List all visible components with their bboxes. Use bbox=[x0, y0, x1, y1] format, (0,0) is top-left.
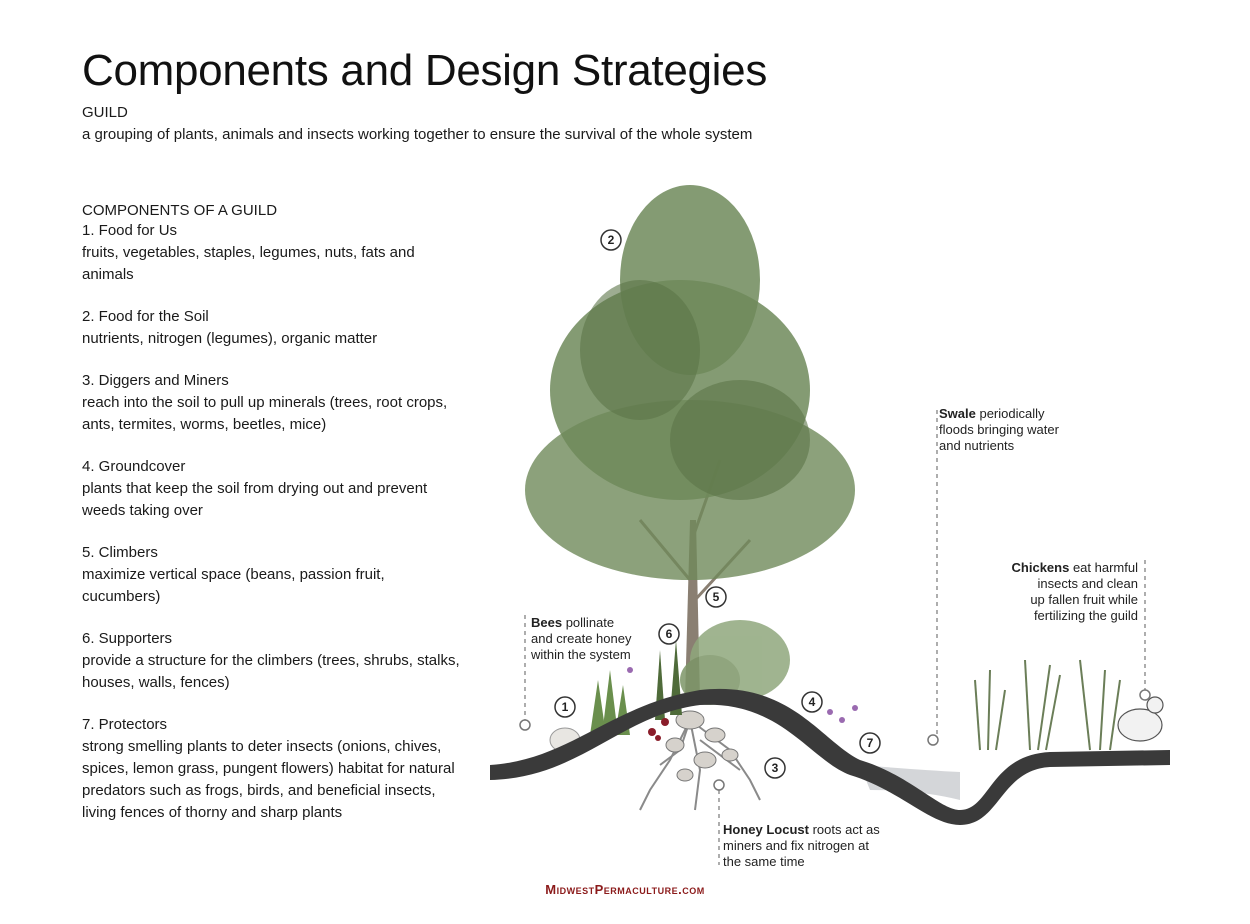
component-name: 2. Food for the Soil bbox=[82, 308, 209, 325]
swale-callout: Swale periodically floods bringing water… bbox=[939, 406, 1059, 453]
marker-5: 5 bbox=[713, 590, 720, 604]
swale-label: Swale bbox=[939, 406, 976, 421]
guild-heading: GUILD bbox=[82, 104, 128, 121]
component-desc: maximize vertical space (beans, passion … bbox=[82, 566, 385, 605]
component-name: 6. Supporters bbox=[82, 630, 173, 647]
guild-illustration: 1 2 3 4 5 6 7 bbox=[490, 185, 1170, 865]
component-name: 4. Groundcover bbox=[82, 458, 186, 475]
marker-6: 6 bbox=[666, 627, 673, 641]
honey-locust-label: Honey Locust bbox=[723, 822, 809, 837]
leader-lines bbox=[524, 410, 1146, 865]
component-item: 6. Supporters provide a structure for th… bbox=[82, 628, 462, 694]
tree-canopy bbox=[525, 185, 855, 580]
tree-roots bbox=[639, 719, 761, 811]
marker-4: 4 bbox=[809, 695, 816, 709]
right-grasses bbox=[974, 659, 1121, 751]
component-name: 5. Climbers bbox=[82, 544, 158, 561]
guild-diagram: 1 2 3 4 5 6 7 Bees pollinate and create … bbox=[490, 160, 1180, 880]
honey-locust-callout: Honey Locust roots act as miners and fix… bbox=[723, 822, 880, 869]
component-name: 1. Food for Us bbox=[82, 222, 178, 239]
guild-definition: a grouping of plants, animals and insect… bbox=[82, 126, 753, 143]
component-desc: reach into the soil to pull up minerals … bbox=[82, 394, 448, 433]
component-desc: plants that keep the soil from drying ou… bbox=[82, 480, 428, 519]
chickens-callout: Chickens eat harmful insects and clean u… bbox=[1011, 560, 1138, 623]
component-item: 2. Food for the Soil nutrients, nitrogen… bbox=[82, 306, 462, 350]
component-item: 7. Protectors strong smelling plants to … bbox=[82, 714, 462, 824]
marker-3: 3 bbox=[772, 761, 779, 775]
components-list: 1. Food for Us fruits, vegetables, stapl… bbox=[82, 220, 462, 844]
component-desc: fruits, vegetables, staples, legumes, nu… bbox=[82, 244, 415, 283]
marker-1: 1 bbox=[562, 700, 569, 714]
components-heading: COMPONENTS OF A GUILD bbox=[82, 202, 278, 219]
footer-credit: MidwestPermaculture.com bbox=[545, 882, 705, 897]
component-item: 4. Groundcover plants that keep the soil… bbox=[82, 456, 462, 522]
root-stones bbox=[665, 710, 739, 782]
marker-2: 2 bbox=[608, 233, 615, 247]
component-item: 5. Climbers maximize vertical space (bea… bbox=[82, 542, 462, 608]
ground-band bbox=[490, 688, 1170, 825]
berries bbox=[648, 718, 669, 741]
flowers bbox=[627, 667, 858, 723]
component-name: 7. Protectors bbox=[82, 716, 168, 733]
component-desc: nutrients, nitrogen (legumes), organic m… bbox=[82, 330, 378, 347]
page-title: Components and Design Strategies bbox=[82, 46, 768, 95]
chickens-label: Chickens bbox=[1011, 560, 1070, 575]
component-desc: provide a structure for the climbers (tr… bbox=[82, 652, 460, 691]
chicken bbox=[1117, 696, 1164, 742]
component-item: 1. Food for Us fruits, vegetables, stapl… bbox=[82, 220, 462, 286]
bees-label: Bees bbox=[531, 615, 563, 630]
component-item: 3. Diggers and Miners reach into the soi… bbox=[82, 370, 462, 436]
marker-7: 7 bbox=[867, 736, 874, 750]
component-desc: strong smelling plants to deter insects … bbox=[82, 738, 455, 821]
bees-callout: Bees pollinate and create honey within t… bbox=[531, 615, 632, 662]
number-markers bbox=[554, 229, 881, 779]
component-name: 3. Diggers and Miners bbox=[82, 372, 229, 389]
leader-circles bbox=[519, 689, 1151, 791]
